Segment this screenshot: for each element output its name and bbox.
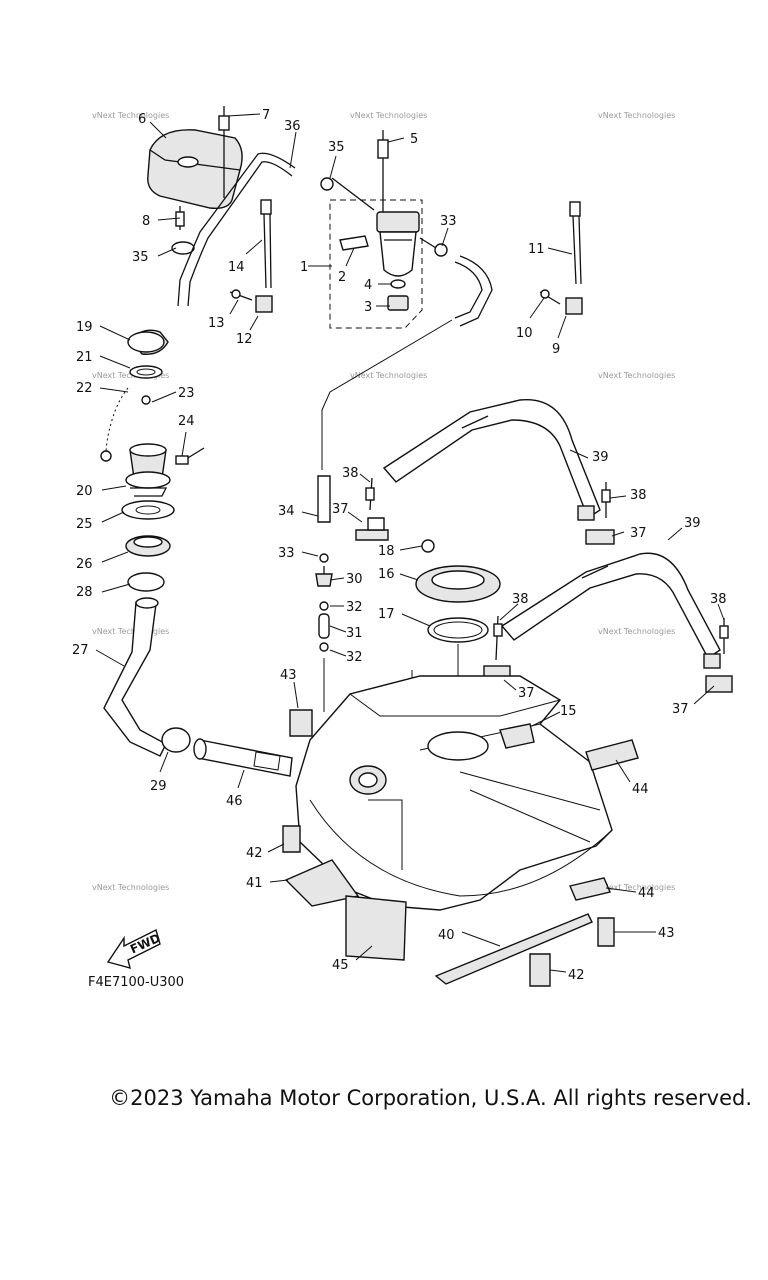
- watermark: vNext Technologies: [598, 371, 675, 380]
- callout-7: 7: [262, 108, 270, 123]
- callout-34: 34: [278, 504, 295, 519]
- callout-6: 6: [138, 112, 146, 127]
- callout-15: 15: [560, 704, 577, 719]
- callout-10: 10: [516, 326, 533, 341]
- callout-24: 24: [178, 414, 195, 429]
- callout-4: 4: [364, 278, 372, 293]
- fuel-tank-exploded-diagram: vNext Technologies vNext Technologies vN…: [72, 106, 733, 990]
- callout-37c: 37: [518, 686, 535, 701]
- watermark: vNext Technologies: [92, 883, 169, 892]
- callout-37d: 37: [672, 702, 689, 717]
- callout-39b: 39: [684, 516, 701, 531]
- watermark: vNext Technologies: [598, 111, 675, 120]
- callout-1: 1: [300, 260, 308, 275]
- callout-38d: 38: [710, 592, 727, 607]
- callout-31: 31: [346, 626, 363, 641]
- watermark: vNext Technologies: [350, 111, 427, 120]
- watermark: vNext Technologies: [92, 371, 169, 380]
- callout-37a: 37: [332, 502, 349, 517]
- callout-40: 40: [438, 928, 455, 943]
- callout-42a: 42: [246, 846, 263, 861]
- callout-14: 14: [228, 260, 245, 275]
- callout-35b: 35: [132, 250, 149, 265]
- callout-33b: 33: [278, 546, 295, 561]
- callout-16: 16: [378, 567, 395, 582]
- callout-28: 28: [76, 585, 93, 600]
- vent-cover-6: [147, 129, 243, 210]
- callout-19: 19: [76, 320, 93, 335]
- callout-36: 36: [284, 119, 301, 134]
- callout-8: 8: [142, 214, 150, 229]
- callout-44a: 44: [632, 782, 649, 797]
- callout-39a: 39: [592, 450, 609, 465]
- fwd-arrow-icon: FWD: [106, 928, 162, 969]
- callout-labels: 1 2 3 4 5 6 7 8 9 10 11 12 13 14 15 16 1…: [72, 108, 727, 983]
- callout-33a: 33: [440, 214, 457, 229]
- watermark: vNext Technologies: [92, 111, 169, 120]
- callout-20: 20: [76, 484, 93, 499]
- watermark: vNext Technologies: [92, 627, 169, 636]
- callout-30: 30: [346, 572, 363, 587]
- callout-22: 22: [76, 381, 93, 396]
- callout-37b: 37: [630, 526, 647, 541]
- callout-21: 21: [76, 350, 93, 365]
- callout-9: 9: [552, 342, 560, 357]
- callout-45: 45: [332, 958, 349, 973]
- callout-2: 2: [338, 270, 346, 285]
- callout-12: 12: [236, 332, 253, 347]
- callout-38a: 38: [342, 466, 359, 481]
- callout-44b: 44: [638, 886, 655, 901]
- callout-25: 25: [76, 517, 93, 532]
- callout-27: 27: [72, 643, 89, 658]
- callout-43a: 43: [280, 668, 297, 683]
- callout-11: 11: [528, 242, 545, 257]
- watermark: vNext Technologies: [598, 883, 675, 892]
- callout-18: 18: [378, 544, 395, 559]
- callout-17: 17: [378, 607, 395, 622]
- callout-38b: 38: [630, 488, 647, 503]
- callout-32b: 32: [346, 650, 363, 665]
- callout-43b: 43: [658, 926, 675, 941]
- callout-23: 23: [178, 386, 195, 401]
- callout-13: 13: [208, 316, 225, 331]
- fuel-tank-15: [295, 675, 613, 911]
- callout-41: 41: [246, 876, 263, 891]
- callout-38c: 38: [512, 592, 529, 607]
- callout-26: 26: [76, 557, 93, 572]
- callout-32a: 32: [346, 600, 363, 615]
- callout-46: 46: [226, 794, 243, 809]
- copyright-notice: ©2023 Yamaha Motor Corporation, U.S.A. A…: [109, 1086, 752, 1110]
- leader-lines: [95, 113, 725, 973]
- figure-code: F4E7100-U300: [88, 975, 184, 990]
- watermark: vNext Technologies: [350, 371, 427, 380]
- callout-42b: 42: [568, 968, 585, 983]
- callout-3: 3: [364, 300, 372, 315]
- callout-35a: 35: [328, 140, 345, 155]
- callout-5: 5: [410, 132, 418, 147]
- callout-29: 29: [150, 779, 167, 794]
- watermark: vNext Technologies: [598, 627, 675, 636]
